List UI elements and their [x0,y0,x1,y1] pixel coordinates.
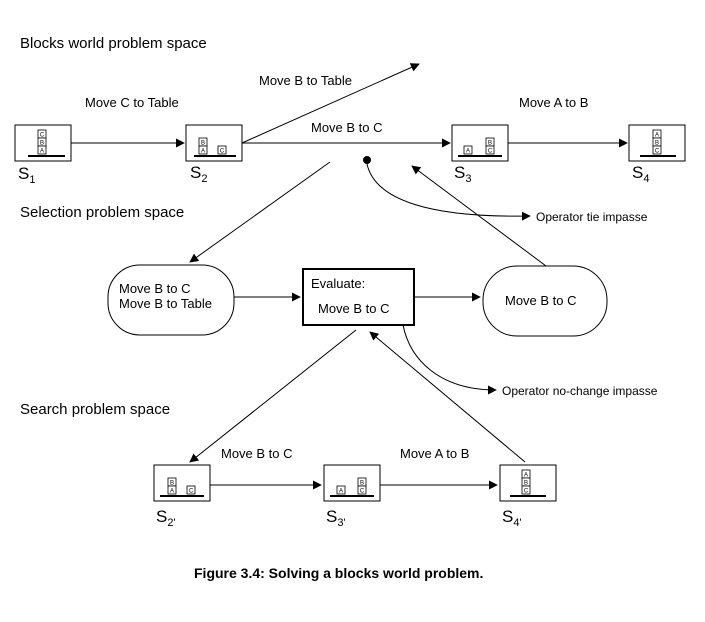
operator-move-c-to-table: Move C to Table [85,95,179,110]
state-s1: C B A S1 [14,124,72,186]
state-s2-prime: B A C S2' [153,464,211,529]
state-s3-prime: A B C S3' [323,464,381,529]
section-title-blocks-world: Blocks world problem space [20,35,207,52]
impasse-dot [363,156,371,164]
candidate-move-b-to-table: Move B to Table [119,296,212,311]
arrow-to-candidates [189,161,331,263]
svg-text:A: A [655,132,659,138]
arrow-no-change-impasse [402,324,497,395]
svg-text:C: C [488,148,493,154]
svg-text:C: C [40,132,45,138]
chosen-operator-node [482,265,608,337]
svg-text:A: A [466,148,470,154]
svg-text:B: B [655,140,659,146]
arrow-chosen-to-impasse [411,165,547,267]
evaluate-node [302,268,415,326]
operator-move-b-to-c: Move B to C [311,120,383,135]
svg-text:B: B [170,480,174,486]
svg-text:A: A [40,148,44,154]
svg-text:A: A [339,488,343,494]
state-label-s1: S1 [18,164,35,186]
chosen-operator-label: Move B to C [505,293,577,308]
arrow-search-to-evaluate [369,331,526,463]
svg-text:C: C [189,488,194,494]
state-label-s3: S3 [454,163,471,185]
search-operator-move-a-to-b: Move A to B [400,446,469,461]
state-label-s2: S2 [190,163,207,185]
arrow-tie-impasse [366,163,531,221]
state-s4-prime: A B C S4' [499,464,557,529]
svg-text:B: B [201,140,205,146]
operator-move-a-to-b: Move A to B [519,95,588,110]
svg-text:B: B [524,480,528,486]
svg-text:C: C [360,488,365,494]
arrow-evaluate-to-search [189,329,357,463]
state-s4: A B C S4 [628,124,686,185]
arrow-move-b-to-table [241,63,420,144]
state-label-s4: S4 [632,163,649,185]
svg-text:B: B [488,140,492,146]
state-label-s2-prime: S2' [156,507,176,529]
svg-text:A: A [524,472,528,478]
operator-move-b-to-table: Move B to Table [259,73,352,88]
impasse-label-tie: Operator tie impasse [536,210,648,224]
svg-text:B: B [40,140,44,146]
svg-text:B: B [360,480,364,486]
state-label-s3-prime: S3' [326,507,346,529]
candidate-move-b-to-c: Move B to C [119,281,191,296]
svg-text:A: A [170,488,174,494]
impasse-label-no-change: Operator no-change impasse [502,384,658,398]
section-title-search: Search problem space [20,401,170,418]
selection-candidates-node [107,264,235,336]
evaluate-operator: Move B to C [318,301,390,316]
state-s2: B A C S2 [185,124,243,185]
svg-text:C: C [524,488,529,494]
section-title-selection: Selection problem space [20,204,184,221]
evaluate-title: Evaluate: [311,276,365,291]
svg-text:C: C [220,148,225,154]
state-label-s4-prime: S4' [502,507,522,529]
state-s3: A B C S3 [451,124,509,185]
search-operator-move-b-to-c: Move B to C [221,446,293,461]
svg-text:C: C [655,148,660,154]
figure-caption: Figure 3.4: Solving a blocks world probl… [194,565,483,581]
svg-text:A: A [201,148,205,154]
